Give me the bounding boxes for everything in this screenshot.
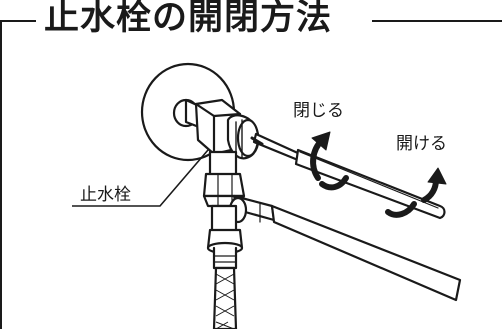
hose-braid-pattern xyxy=(215,273,235,329)
valve-label: 止水栓 xyxy=(80,185,131,205)
page-title: 止水栓の開閉方法 xyxy=(36,0,341,40)
outlet-hose xyxy=(270,204,462,302)
valve-leader-line xyxy=(72,149,209,207)
braided-hose xyxy=(212,266,238,329)
open-rotation-arrow xyxy=(385,201,417,218)
frame-top-right xyxy=(372,20,502,22)
down-pipe xyxy=(210,204,238,234)
frame-top-left xyxy=(0,20,38,22)
open-arrowhead xyxy=(427,167,447,185)
open-label: 開ける xyxy=(396,134,447,154)
close-arrowhead xyxy=(311,131,331,151)
screwdriver-shaft xyxy=(252,132,302,162)
close-rotation-arrow-lower xyxy=(319,175,349,191)
screwdriver-handle xyxy=(294,148,446,220)
frame-left xyxy=(0,20,2,329)
hex-nut xyxy=(202,172,246,198)
close-label: 閉じる xyxy=(293,101,344,121)
